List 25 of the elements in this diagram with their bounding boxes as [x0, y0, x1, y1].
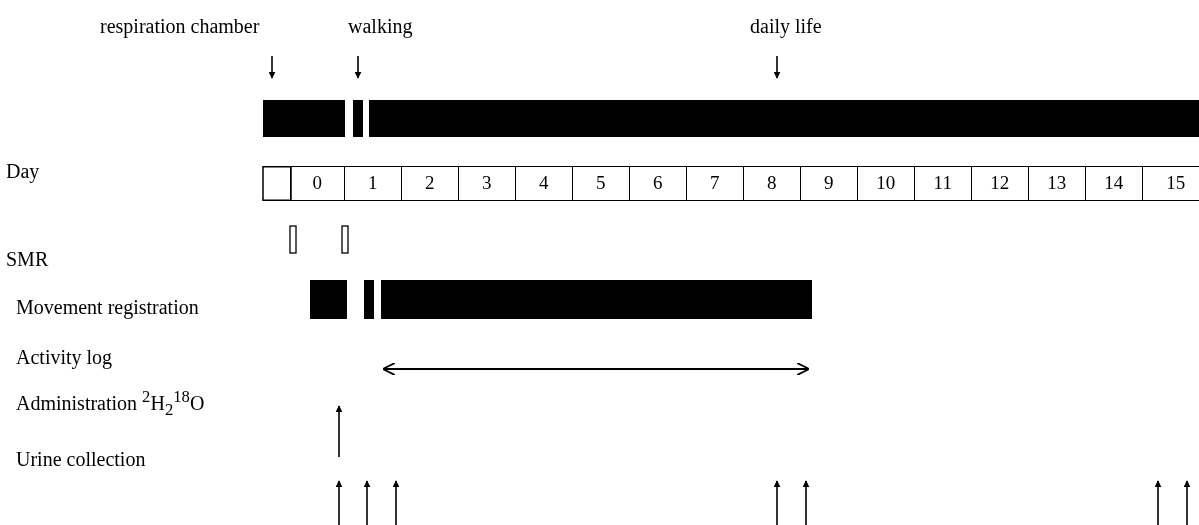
day-cell: 15	[1141, 166, 1199, 201]
day-cell: 3	[457, 166, 516, 201]
row-label: SMR	[6, 247, 49, 271]
row-label: Activity log	[16, 345, 113, 369]
phase-label: walking	[348, 14, 413, 38]
row-label: Urine collection	[16, 447, 146, 471]
phase-label: daily life	[750, 14, 822, 38]
day-cell: 1	[343, 166, 402, 201]
day-cell: 12	[970, 166, 1029, 201]
row-label: Administration $^{2}$H$_{2}$$^{18}$O	[16, 386, 205, 421]
day-cell: 5	[571, 166, 630, 201]
day-cell: 0	[289, 166, 345, 201]
day-cell: 4	[514, 166, 573, 201]
day-cell: 10	[856, 166, 915, 201]
day-cell: 2	[400, 166, 459, 201]
day-cell: 7	[685, 166, 744, 201]
day-cell: 6	[628, 166, 687, 201]
day-cell: 13	[1027, 166, 1086, 201]
day-cell: 14	[1084, 166, 1143, 201]
day-cell: 9	[799, 166, 858, 201]
row-label: Day	[6, 159, 40, 183]
phase-label: respiration chamber	[100, 14, 260, 38]
day-cell: 8	[742, 166, 801, 201]
row-label: Movement registration	[16, 295, 199, 319]
day-cell: 11	[913, 166, 972, 201]
